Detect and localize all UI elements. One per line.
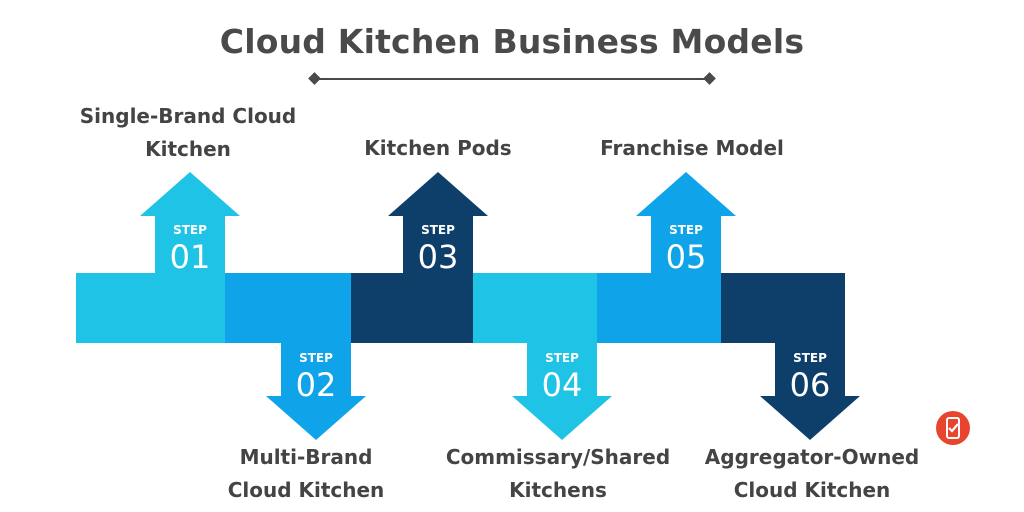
step-number-05: 05: [666, 238, 707, 276]
step-number-03: 03: [418, 238, 459, 276]
step-number-02: 02: [296, 366, 337, 404]
step-word-01: STEP: [173, 223, 207, 237]
step-word-03: STEP: [421, 223, 455, 237]
arrow-step-06: [760, 273, 860, 440]
arrow-step-03: [388, 172, 488, 343]
step-word-06: STEP: [793, 351, 827, 365]
arrow-step-02: [266, 273, 366, 440]
mobile-check-logo-icon: [936, 411, 970, 445]
step-word-02: STEP: [299, 351, 333, 365]
step-number-04: 04: [542, 366, 583, 404]
step-word-04: STEP: [545, 351, 579, 365]
page-title: Cloud Kitchen Business Models: [219, 22, 805, 61]
step-word-05: STEP: [669, 223, 703, 237]
arrow-step-01: [140, 172, 240, 343]
title-divider: [308, 72, 716, 85]
step-number-06: 06: [790, 366, 831, 404]
arrow-step-05: [636, 172, 736, 343]
label-step-03: Kitchen Pods: [364, 136, 512, 160]
step-number-01: 01: [170, 238, 211, 276]
arrow-step-04: [512, 273, 612, 440]
label-step-05: Franchise Model: [600, 136, 784, 160]
